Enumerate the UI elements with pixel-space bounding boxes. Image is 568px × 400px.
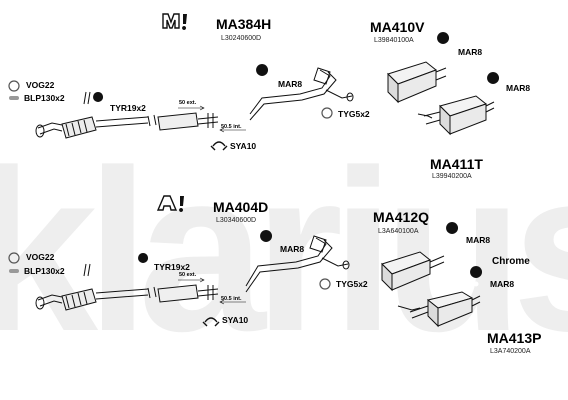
top-ext-dimension: 50 ext.: [179, 100, 197, 106]
bottom-tyr-label[interactable]: TYR19x2: [154, 262, 190, 272]
top-tyr-label[interactable]: TYR19x2: [110, 103, 146, 113]
top-rear-code[interactable]: MA410V: [370, 19, 425, 35]
clamp-icon: [202, 141, 228, 327]
top-alt-code[interactable]: MA411T: [430, 156, 483, 172]
top-rear-ref: L39840100A: [374, 37, 414, 44]
top-alt-ref: L39940200A: [432, 173, 472, 180]
top-vog-label[interactable]: VOG22: [26, 80, 55, 90]
top-sya-label[interactable]: SYA10: [230, 141, 257, 151]
bottom-sya-label[interactable]: SYA10: [222, 315, 249, 325]
top-mar-label-2[interactable]: MAR8: [458, 47, 483, 57]
logo-icons: [156, 13, 187, 212]
bottom-blp-label[interactable]: BLP130x2: [24, 266, 65, 276]
bottom-rear-ref: L3A640100A: [378, 228, 419, 235]
top-mar-label-3[interactable]: MAR8: [506, 83, 531, 93]
bottom-rear-pipe: [245, 235, 350, 293]
bottom-middle-silencer: [147, 284, 219, 303]
bottom-tyg-label[interactable]: TYG5x2: [336, 279, 368, 289]
top-main-code[interactable]: MA384H: [216, 16, 272, 32]
bottom-main-ref: L30340600D: [216, 217, 257, 224]
top-blp-label[interactable]: BLP130x2: [24, 93, 65, 103]
bottom-mar-label-1[interactable]: MAR8: [280, 244, 305, 254]
bottom-rear-box: [381, 251, 445, 292]
bottom-int-dimension: 50.5 int.: [221, 296, 242, 302]
watermark-text: klarius: [0, 122, 568, 379]
bottom-alt-code[interactable]: MA413P: [487, 330, 542, 346]
bottom-vog-label[interactable]: VOG22: [26, 252, 55, 262]
bottom-mar-label-2[interactable]: MAR8: [466, 235, 491, 245]
bottom-alt-ref: L3A740200A: [490, 348, 531, 355]
top-middle-silencer: [147, 112, 219, 131]
bottom-rear-code[interactable]: MA412Q: [373, 209, 430, 225]
chrome-label: Chrome: [492, 256, 530, 267]
bottom-dimensions: [178, 277, 246, 305]
top-tyg-label[interactable]: TYG5x2: [338, 109, 370, 119]
logo-m-icon: [162, 13, 180, 29]
top-rear-box: [387, 61, 447, 104]
bottom-ext-dimension: 50 ext.: [179, 272, 197, 278]
bottom-alt-box: [397, 291, 481, 328]
top-front-pipe: [35, 91, 149, 139]
logo-a-icon: [156, 195, 178, 211]
bottom-main-code[interactable]: MA404D: [213, 199, 269, 215]
ring-icon: [8, 80, 333, 290]
flat-gasket-icon: [9, 96, 19, 273]
top-mar-label-1[interactable]: MAR8: [278, 79, 303, 89]
top-alt-box: [417, 95, 495, 136]
mount-icon: [93, 32, 500, 278]
part-icons: [8, 32, 500, 327]
bottom-mar-label-3[interactable]: MAR8: [490, 279, 515, 289]
top-int-dimension: 50.5 int.: [221, 124, 242, 130]
bottom-front-pipe: [35, 263, 149, 311]
top-rear-pipe: [249, 67, 354, 121]
top-dimensions: [178, 105, 246, 133]
top-main-ref: L30240600D: [221, 35, 262, 42]
